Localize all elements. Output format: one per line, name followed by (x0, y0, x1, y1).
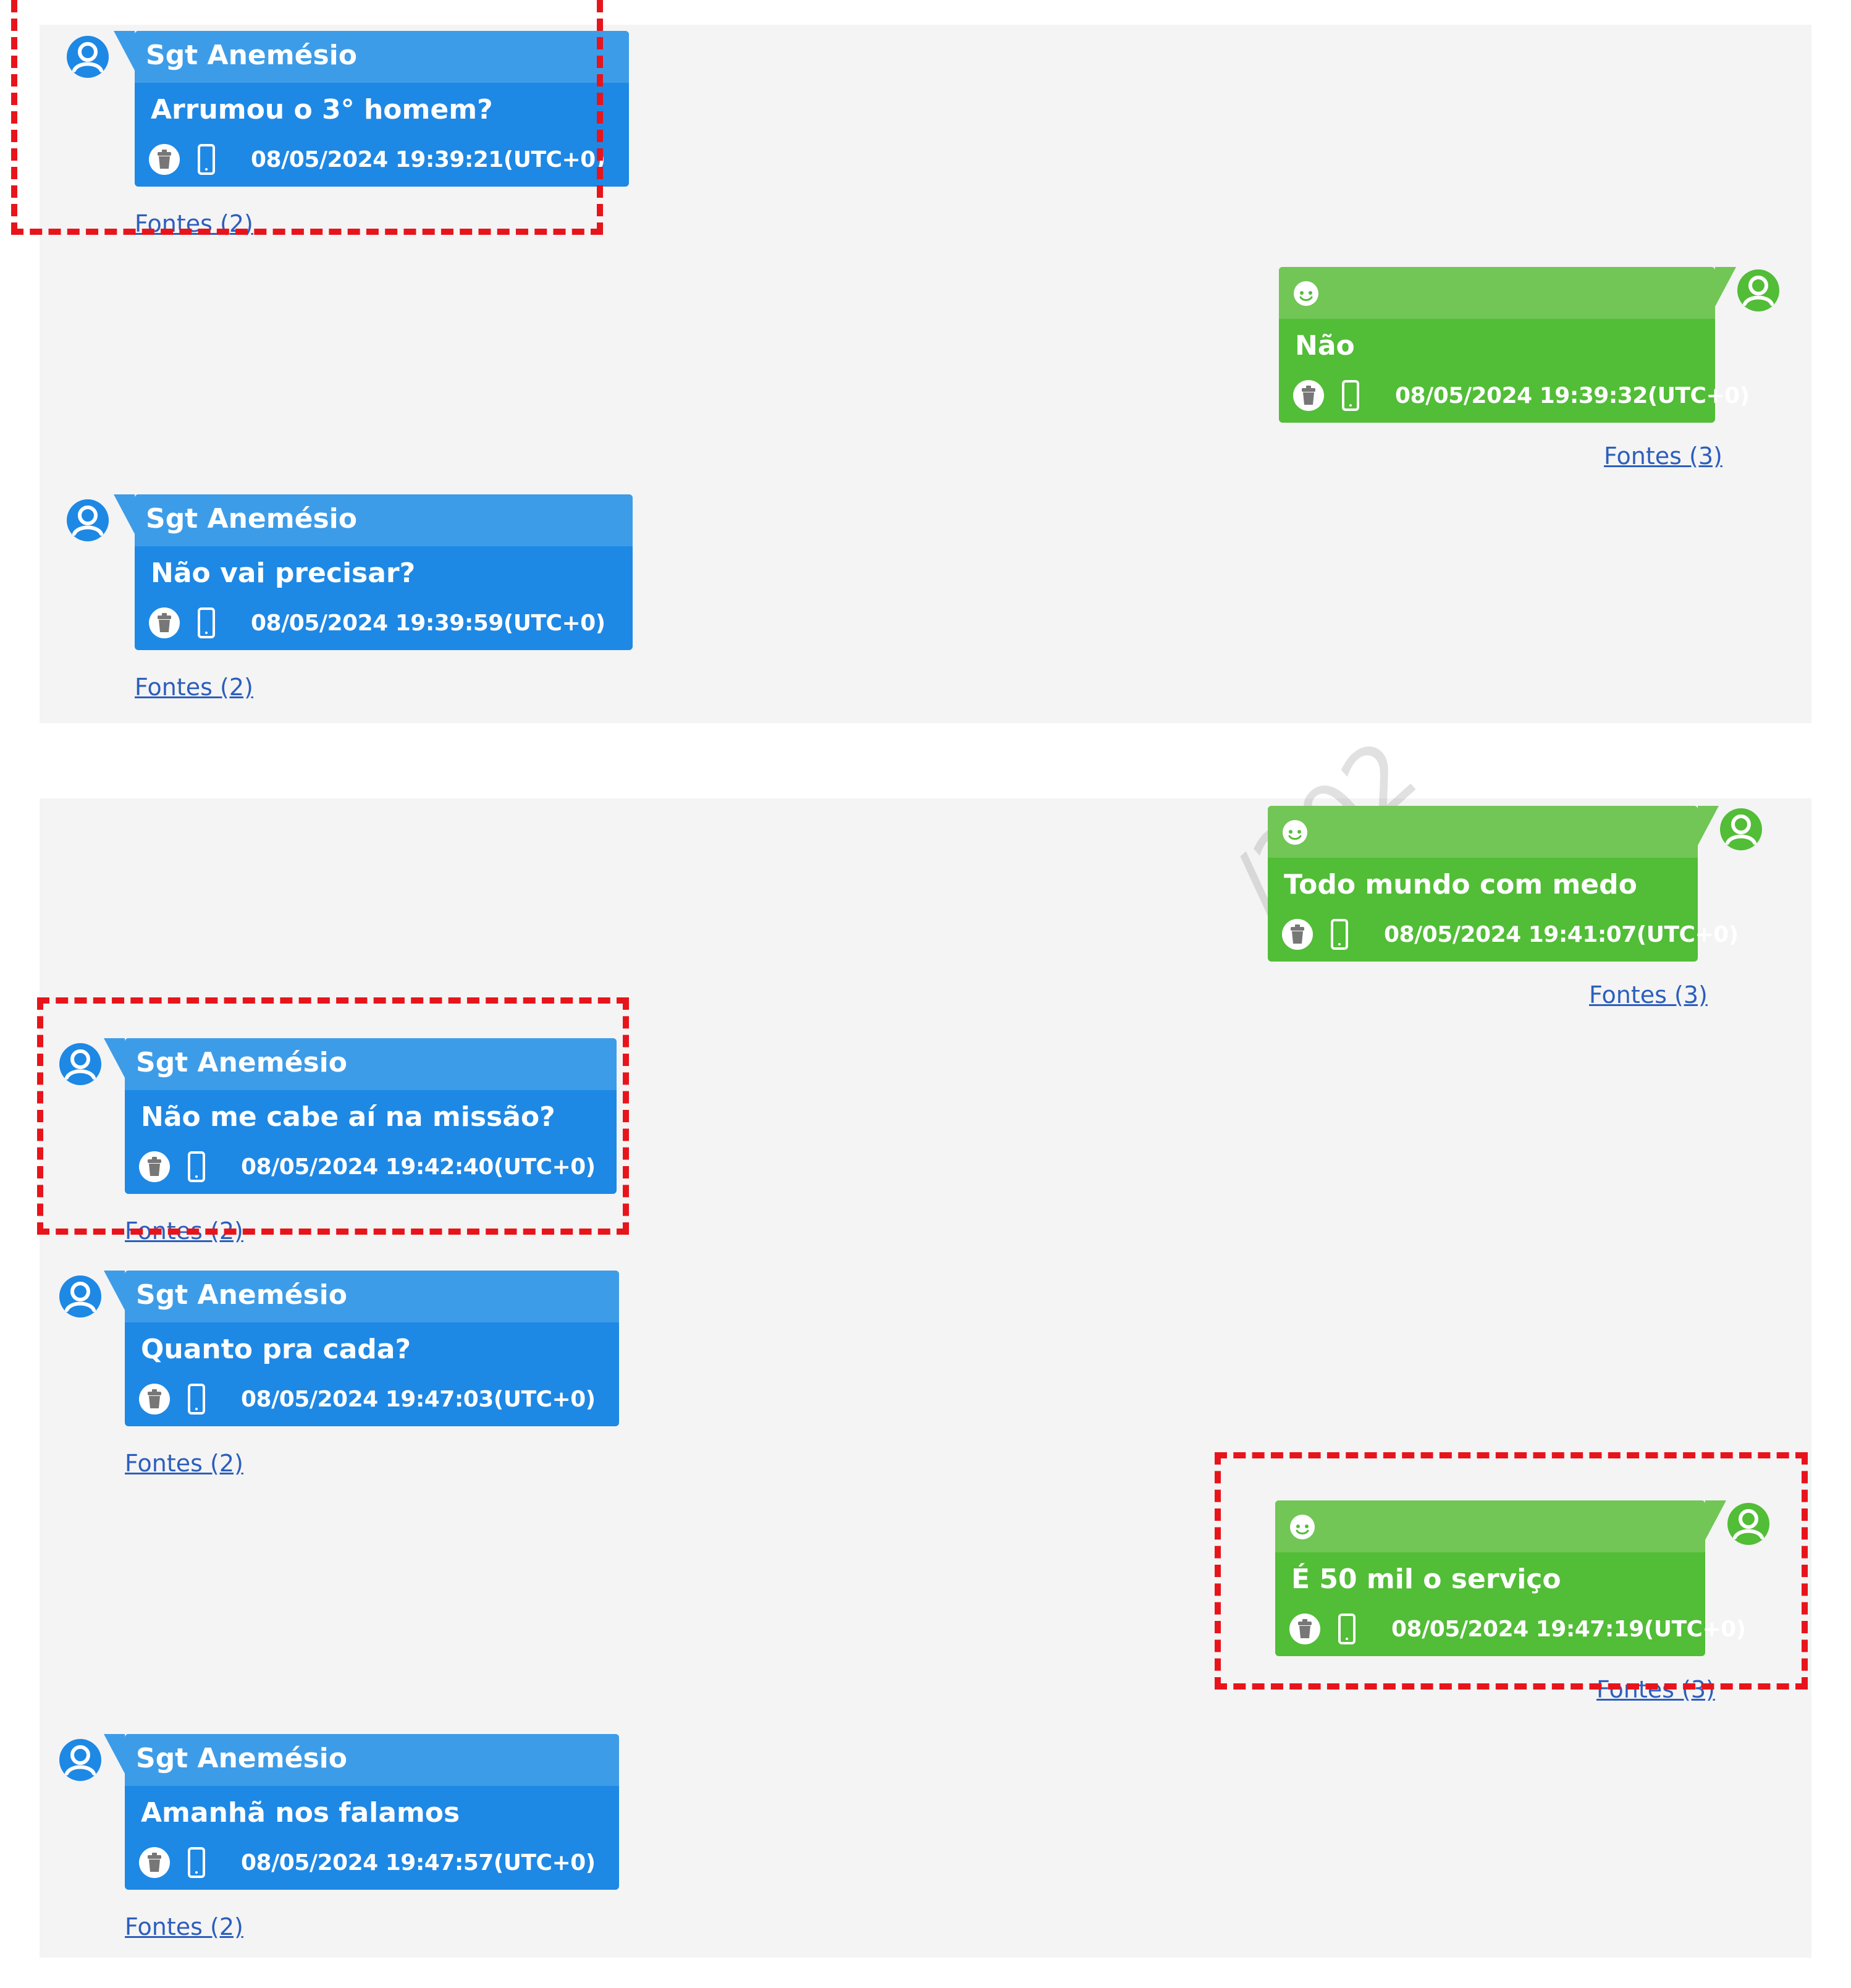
phone-icon (1334, 379, 1367, 412)
message-timestamp: 08/05/2024 19:47:57(UTC+0) (241, 1850, 596, 1876)
smiley-icon (1290, 277, 1322, 309)
message-bubble: É 50 mil o serviço 08/05/2024 19:47:19(U… (1275, 1500, 1746, 1656)
sources-link[interactable]: Fontes (3) (1604, 442, 1722, 470)
message-text: Amanhã nos falamos (141, 1797, 460, 1829)
phone-icon (180, 1151, 213, 1183)
message-bubble: Sgt Anemésio Arrumou o 3° homem? 08/05/2… (114, 31, 629, 187)
sources-link[interactable]: Fontes (3) (1596, 1676, 1715, 1703)
message-bubble: Todo mundo com medo 08/05/2024 19:41:07(… (1268, 806, 1739, 962)
message-bubble: Sgt Anemésio Não vai precisar? 08/05/202… (114, 494, 633, 650)
user-avatar-icon (1736, 268, 1781, 313)
message-timestamp: 08/05/2024 19:39:32(UTC+0) (1395, 383, 1750, 408)
message-bubble: Sgt Anemésio Não me cabe aí na missão? 0… (104, 1038, 617, 1194)
user-avatar-icon (65, 498, 110, 543)
message-text: Não (1295, 330, 1355, 362)
user-avatar-icon (58, 1274, 103, 1319)
trash-icon[interactable] (148, 143, 180, 176)
message-text: Todo mundo com medo (1284, 869, 1637, 900)
sender-name: Sgt Anemésio (136, 1047, 347, 1078)
trash-icon[interactable] (148, 607, 180, 639)
message-text: É 50 mil o serviço (1291, 1563, 1561, 1595)
message-bubble: Sgt Anemésio Quanto pra cada? 08/05/2024… (104, 1271, 619, 1426)
message-bubble: Sgt Anemésio Amanhã nos falamos 08/05/20… (104, 1734, 619, 1890)
message-timestamp: 08/05/2024 19:47:03(UTC+0) (241, 1386, 596, 1412)
message-text: Quanto pra cada? (141, 1334, 411, 1365)
sources-link[interactable]: Fontes (2) (125, 1217, 243, 1245)
sources-link[interactable]: Fontes (2) (135, 210, 253, 237)
smiley-icon (1279, 816, 1311, 848)
trash-icon[interactable] (1281, 918, 1313, 950)
user-avatar-icon (1719, 807, 1763, 852)
user-avatar-icon (1726, 1502, 1771, 1546)
user-avatar-icon (58, 1738, 103, 1782)
phone-icon (190, 143, 222, 176)
user-avatar-icon (65, 35, 110, 79)
message-text: Não vai precisar? (151, 557, 416, 589)
sender-name: Sgt Anemésio (136, 1743, 347, 1774)
trash-icon[interactable] (138, 1383, 171, 1415)
phone-icon (180, 1846, 213, 1879)
message-timestamp: 08/05/2024 19:42:40(UTC+0) (241, 1154, 596, 1180)
sender-name: Sgt Anemésio (146, 40, 357, 71)
message-timestamp: 08/05/2024 19:39:21(UTC+0) (251, 146, 605, 172)
sender-name: Sgt Anemésio (146, 503, 357, 535)
sources-link[interactable]: Fontes (2) (125, 1450, 243, 1477)
message-timestamp: 08/05/2024 19:41:07(UTC+0) (1384, 921, 1739, 947)
trash-icon[interactable] (1292, 379, 1325, 412)
message-timestamp: 08/05/2024 19:39:59(UTC+0) (251, 610, 605, 636)
sources-link[interactable]: Fontes (2) (135, 674, 253, 701)
message-text: Arrumou o 3° homem? (151, 94, 493, 125)
sources-link[interactable]: Fontes (2) (125, 1913, 243, 1940)
trash-icon[interactable] (138, 1151, 171, 1183)
smiley-icon (1286, 1510, 1318, 1542)
message-text: Não me cabe aí na missão? (141, 1101, 555, 1133)
sender-name: Sgt Anemésio (136, 1279, 347, 1311)
user-avatar-icon (58, 1042, 103, 1086)
sources-link[interactable]: Fontes (3) (1589, 981, 1708, 1009)
message-timestamp: 08/05/2024 19:47:19(UTC+0) (1391, 1616, 1746, 1642)
trash-icon[interactable] (138, 1846, 171, 1879)
phone-icon (180, 1383, 213, 1415)
phone-icon (190, 607, 222, 639)
message-bubble: Não 08/05/2024 19:39:32(UTC+0) (1279, 267, 1750, 423)
phone-icon (1331, 1613, 1363, 1645)
phone-icon (1323, 918, 1356, 950)
trash-icon[interactable] (1289, 1613, 1321, 1645)
